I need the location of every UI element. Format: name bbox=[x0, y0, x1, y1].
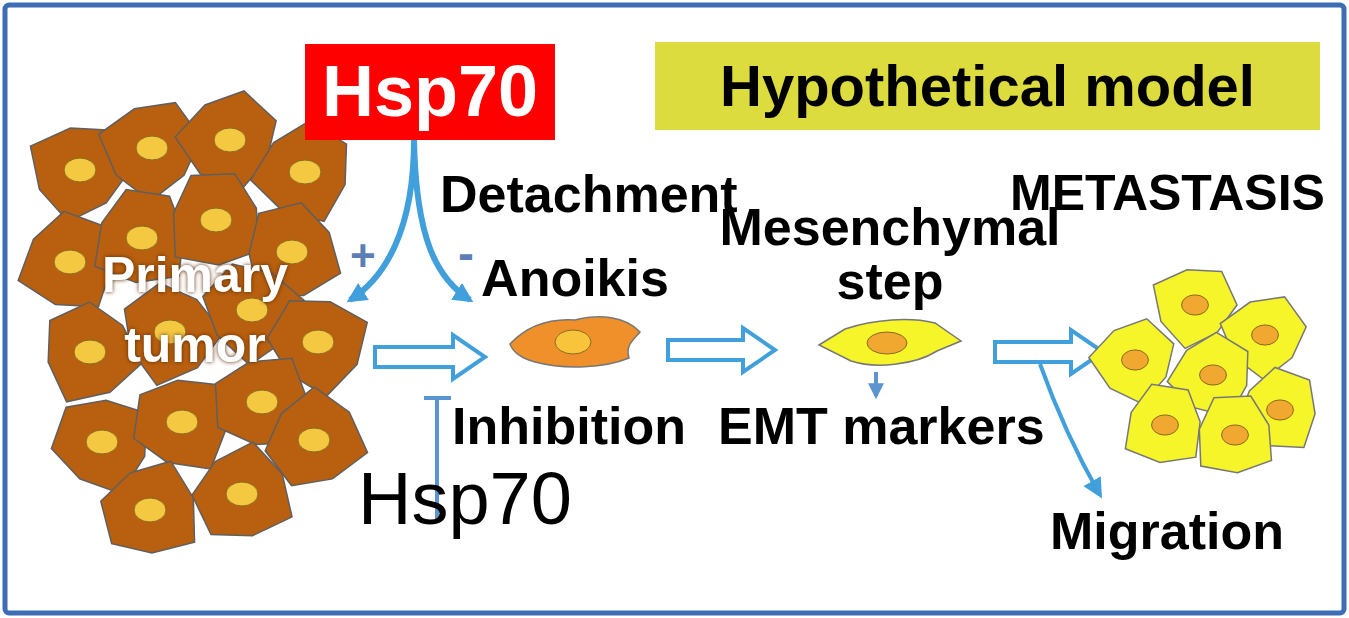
cell-body bbox=[101, 461, 195, 553]
cell-nucleus bbox=[86, 430, 118, 454]
block-arrow bbox=[375, 335, 485, 379]
cell-body bbox=[265, 387, 367, 486]
cell-nucleus bbox=[298, 428, 330, 452]
cell-nucleus bbox=[1267, 400, 1294, 420]
cell-nucleus bbox=[1200, 365, 1227, 385]
cell-body bbox=[1125, 384, 1200, 462]
cell-nucleus bbox=[126, 226, 158, 250]
cell-nucleus bbox=[1152, 415, 1179, 435]
cell-body bbox=[819, 320, 961, 365]
cell-body bbox=[134, 380, 227, 469]
cell-nucleus bbox=[136, 136, 168, 160]
cell-body bbox=[1199, 396, 1271, 473]
cell-nucleus bbox=[1252, 325, 1279, 345]
box-title: Hsp70 bbox=[322, 52, 538, 131]
block-arrow bbox=[995, 330, 1103, 374]
cell-drawing bbox=[1095, 265, 1310, 465]
cell-heading: Anoikis bbox=[455, 251, 695, 306]
cell-node: Anoikis bbox=[505, 310, 645, 372]
cell-nucleus bbox=[1182, 295, 1209, 315]
cell-nucleus bbox=[64, 158, 96, 182]
cell-nucleus bbox=[246, 390, 278, 414]
annotation-label: Hsp70 bbox=[358, 458, 572, 539]
box-title: Hypothetical model bbox=[720, 54, 1255, 118]
cell-nucleus bbox=[74, 340, 106, 364]
cell-nucleus bbox=[1222, 425, 1249, 445]
annotation-label: - bbox=[458, 228, 474, 281]
annotation-label: EMT markers bbox=[718, 398, 1045, 455]
annotation-label: Detachment bbox=[440, 166, 738, 223]
cell-nucleus bbox=[1122, 350, 1149, 370]
cell-nucleus bbox=[302, 330, 334, 354]
cell-nucleus bbox=[226, 482, 258, 506]
cell-heading: METASTASIS bbox=[988, 167, 1348, 220]
cell-drawing bbox=[505, 310, 645, 372]
cell-nucleus bbox=[134, 498, 166, 522]
cell-nucleus bbox=[200, 208, 232, 232]
annotation-label: Migration bbox=[1050, 503, 1284, 560]
cell-body bbox=[510, 317, 640, 367]
cell-node: Primary tumor bbox=[30, 110, 360, 550]
cell-nucleus bbox=[54, 250, 86, 274]
cell-nucleus bbox=[555, 330, 591, 354]
promote-arrow bbox=[350, 140, 414, 300]
cell-nucleus bbox=[166, 410, 198, 434]
cell-nucleus bbox=[214, 128, 246, 152]
title-box: Hypothetical model bbox=[655, 42, 1320, 130]
cell-node: Mesenchymal step bbox=[815, 315, 965, 371]
inhibition-tick bbox=[424, 396, 451, 400]
cell-node: METASTASIS bbox=[1095, 265, 1310, 465]
tumor-label: Primary tumor bbox=[75, 240, 315, 380]
emt-arrow bbox=[874, 372, 878, 396]
cell-nucleus bbox=[289, 160, 321, 184]
block-arrow bbox=[668, 328, 775, 372]
annotation-label: + bbox=[350, 232, 376, 280]
outer-frame bbox=[5, 5, 1344, 613]
cell-nucleus bbox=[867, 332, 907, 354]
annotation-label: Inhibition bbox=[452, 398, 686, 455]
title-box: Hsp70 bbox=[305, 44, 555, 140]
migration-arrow bbox=[1040, 364, 1100, 495]
cell-drawing bbox=[815, 315, 965, 371]
